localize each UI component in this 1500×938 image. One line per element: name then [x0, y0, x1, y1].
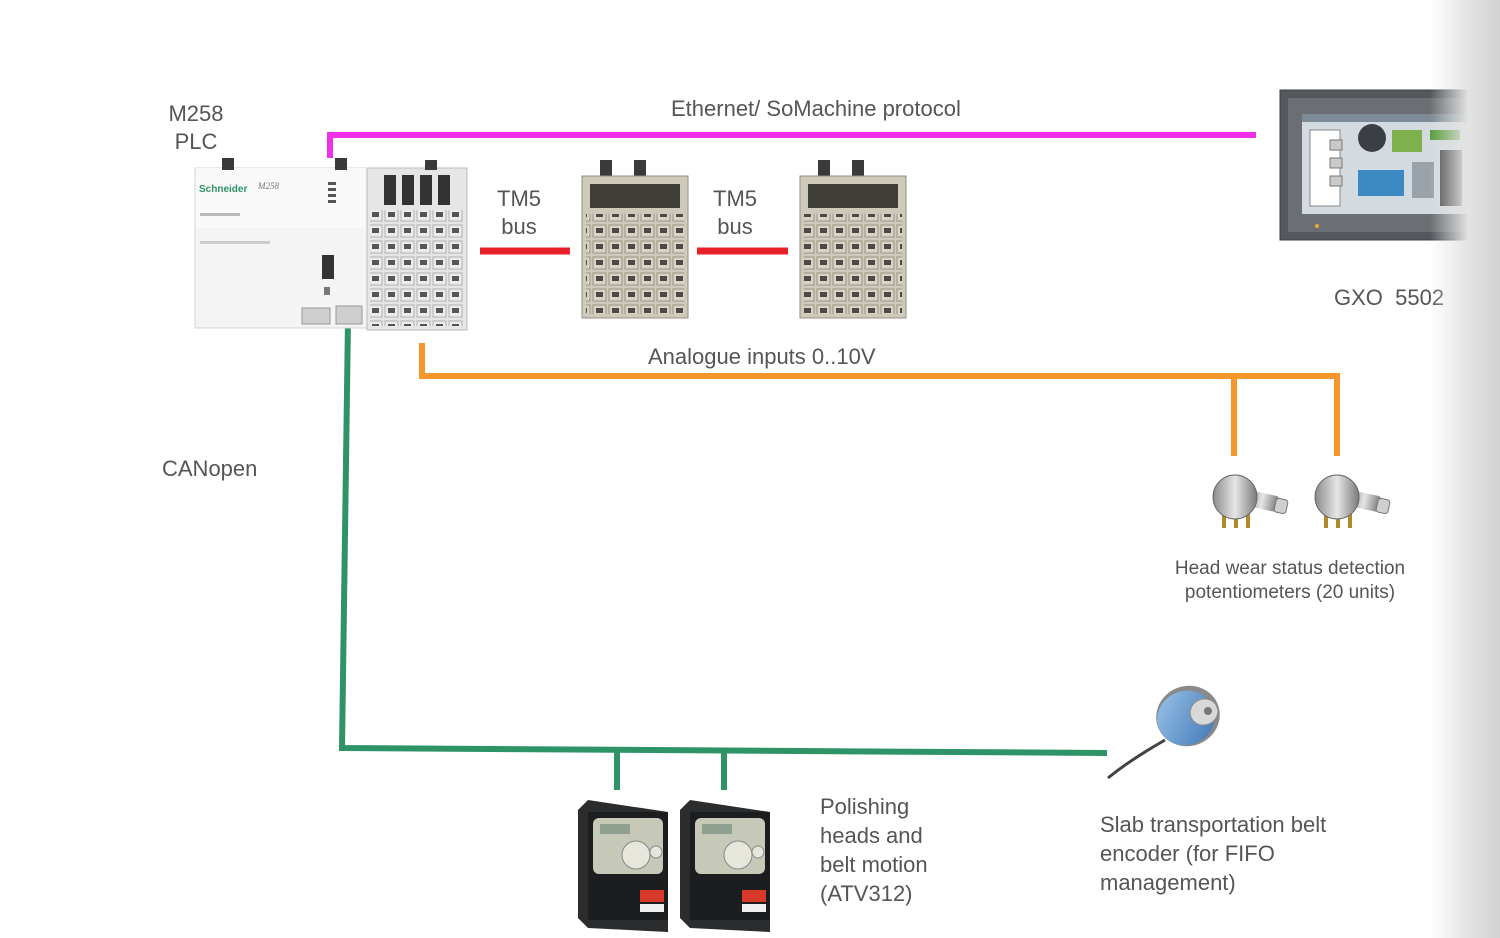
tm5-bus-label-1-line2: bus [501, 214, 537, 240]
tm5-bus-label-1-line1: TM5 [497, 186, 541, 211]
plc-label-line2: PLC [174, 129, 218, 155]
analog-inputs-label: Analogue inputs 0..10V [648, 344, 876, 369]
potentiometers-label-line2: potentiometers (20 units) [1184, 582, 1396, 604]
plc-model-text: M258 [257, 181, 279, 191]
potentiometer-1 [1212, 474, 1289, 528]
plc-label: M258 PLC [166, 100, 226, 156]
plc-brand-logo: Schneider [199, 184, 247, 195]
potentiometers-label: Head wear status detection potentiometer… [1160, 557, 1420, 606]
drives-label: Polishing heads and belt motion (ATV312) [820, 794, 928, 906]
tm5-bus-label-1: TM5 bus [494, 185, 544, 241]
tm5-module-2 [799, 160, 907, 319]
atv312-drive-2 [680, 800, 770, 932]
rotary-encoder [1107, 685, 1220, 780]
ethernet-line [327, 132, 1256, 158]
potentiometers-label-line1: Head wear status detection [1174, 558, 1406, 579]
hmi-label: GXO 5502 [1334, 285, 1445, 310]
atv312-drive-1 [578, 800, 668, 932]
plc-io-module [366, 160, 468, 331]
analog-line [419, 343, 1340, 456]
plc-label-line1: M258 [168, 101, 224, 126]
tm5-bus-label-2-line2: bus [717, 214, 753, 240]
page-edge-shadow [1430, 0, 1500, 938]
ethernet-label: Ethernet/ SoMachine protocol [671, 96, 961, 121]
m258-plc-device: Schneider M258 [194, 158, 368, 329]
potentiometer-2 [1314, 474, 1391, 528]
canopen-line [338, 319, 1108, 756]
tm5-module-1 [581, 160, 689, 319]
encoder-label: Slab transportation belt encoder (for FI… [1100, 812, 1327, 895]
canopen-label: CANopen [162, 456, 258, 481]
tm5-bus-label-2-line1: TM5 [713, 186, 757, 211]
tm5-bus-label-2: TM5 bus [710, 185, 760, 241]
